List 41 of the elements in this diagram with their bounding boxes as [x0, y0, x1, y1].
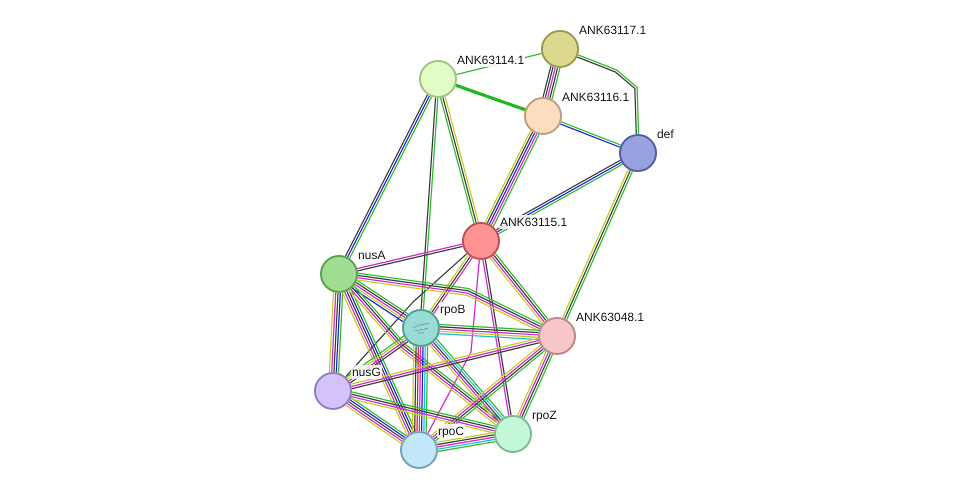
interaction-line	[440, 324, 539, 331]
interaction-line	[438, 436, 494, 448]
node-label: ANK63116.1	[561, 90, 630, 104]
interaction-line	[426, 346, 428, 432]
node-label: rpoC	[437, 424, 466, 438]
interaction-line	[416, 346, 420, 432]
interaction-line	[438, 438, 495, 450]
interaction-line	[338, 292, 344, 373]
interaction-line	[542, 66, 552, 98]
interaction-line	[440, 328, 538, 336]
interaction-line	[328, 292, 334, 372]
interaction-line	[549, 68, 558, 98]
interaction-line	[418, 346, 422, 432]
node-label: ANK63048.1	[575, 310, 646, 324]
node-label: rpoZ	[531, 408, 558, 422]
interaction-line	[423, 346, 426, 432]
node-label: nusG	[351, 365, 382, 379]
interaction-line	[437, 434, 494, 446]
interaction-line	[336, 292, 341, 372]
interaction-line	[345, 253, 468, 378]
interaction-line	[438, 440, 496, 452]
interaction-line	[547, 67, 556, 98]
interaction-line	[440, 326, 538, 334]
interaction-line	[333, 292, 339, 372]
node-label: rpoB	[439, 302, 466, 316]
node-label: ANK63117.1	[578, 23, 648, 37]
interaction-line	[414, 346, 417, 432]
interaction-line	[439, 333, 538, 340]
interaction-line	[436, 432, 494, 444]
node-label: ANK63115.1	[499, 215, 568, 229]
node-label: ANK63114.1	[456, 53, 526, 67]
interaction-line	[420, 346, 424, 432]
node-label: def	[656, 127, 675, 141]
interaction-line	[544, 66, 554, 98]
interaction-line	[331, 292, 336, 372]
node-label: nusA	[357, 248, 386, 262]
interaction-line	[551, 68, 561, 100]
interaction-line	[427, 260, 480, 434]
interaction-line	[455, 84, 526, 112]
interaction-line	[440, 330, 538, 338]
interaction-line	[412, 346, 414, 432]
